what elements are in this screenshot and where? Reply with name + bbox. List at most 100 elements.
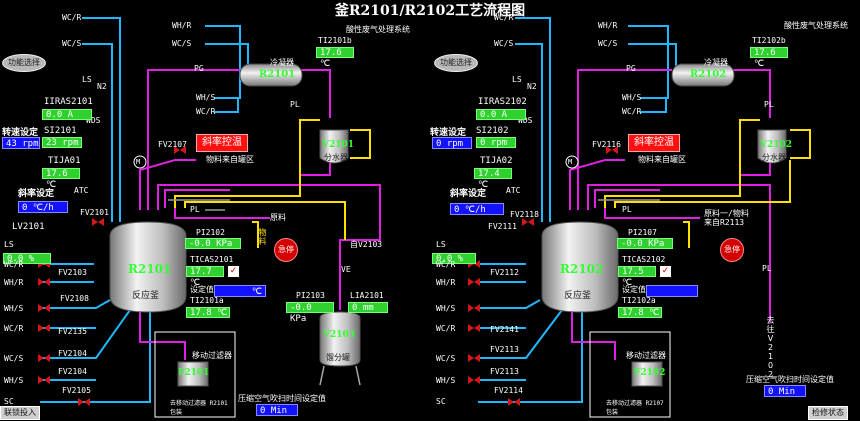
reactor-r2101 <box>109 221 187 313</box>
n2-label-r: N2 <box>527 82 537 91</box>
raw-material-label-r: 原料一/物料 <box>704 209 749 218</box>
wc-s-label-r2: WC/S <box>598 39 618 48</box>
function-select-button-left[interactable]: 功能选择 <box>2 54 46 72</box>
separator-tag-r: V2102 <box>760 140 793 150</box>
condenser-name-r: 冷凝器 <box>704 58 728 67</box>
function-select-button-right[interactable]: 功能选择 <box>434 54 478 72</box>
reactor-tag-right: R2102 <box>560 262 604 276</box>
fv2113b-label: FV2113 <box>490 367 519 376</box>
atc-label: ATC <box>74 186 89 195</box>
material-vertical-label: 物料 <box>258 228 267 246</box>
wds-label: WDS <box>86 116 101 125</box>
air-purge-label-left: 压缩空气吹扫时间设定值 <box>238 394 326 403</box>
exhaust-label-r: 酸性废气处理系统 <box>784 21 848 30</box>
atc-label-r: ATC <box>506 186 521 195</box>
speed-value: 23 rpm <box>42 137 82 148</box>
to-v2102-label: 去往V2102 <box>766 316 775 379</box>
fv2114-label: FV2114 <box>494 386 523 395</box>
fv2113-label: FV2113 <box>490 345 519 354</box>
condenser-name: 冷凝器 <box>270 58 294 67</box>
slope-control-button-right[interactable]: 斜率控温 <box>628 134 680 152</box>
setval-input-left[interactable]: ℃ <box>214 285 266 297</box>
pg-label: PG <box>194 64 204 73</box>
lv2101-tag: LV2101 <box>12 222 45 232</box>
pl-label: PL <box>190 205 200 214</box>
motor-left <box>133 155 147 169</box>
slope-set-input-r[interactable]: 0 ℃/h <box>450 203 504 215</box>
separator-v2102 <box>757 129 787 164</box>
condenser-r2102 <box>671 63 735 87</box>
wc-r-label-3: WC/R <box>4 260 24 269</box>
fv2104-label: FV2104 <box>58 349 87 358</box>
wc-s-label: WC/S <box>62 39 82 48</box>
speed-set-label-r: 转速设定 <box>430 128 467 138</box>
emergency-stop-button-left[interactable]: 急停 <box>274 238 298 262</box>
slope-set-label-r: 斜率设定 <box>450 189 487 199</box>
reactor-name-left: 反应釜 <box>132 291 160 301</box>
wc-s-label-2: WC/S <box>172 39 192 48</box>
wh-s-label-r2: WH/S <box>436 304 456 313</box>
si-tag-r: SI2102 <box>476 126 509 136</box>
filter-box-right <box>589 331 671 418</box>
motor-label: M <box>136 158 141 166</box>
ls-label: LS <box>82 75 92 84</box>
iiras-value: 0.0 A <box>42 109 92 120</box>
fv2111-label: FV2111 <box>488 222 517 231</box>
maintenance-status-button[interactable]: 检修状态 <box>808 406 848 420</box>
condenser-tag: R2101 <box>259 69 296 80</box>
material-from-label: 物料来自罐区 <box>206 155 254 164</box>
fv2105-label: FV2105 <box>62 386 91 395</box>
wc-r-label-r4: WC/R <box>436 324 456 333</box>
wc-s-label-3: WC/S <box>4 354 24 363</box>
fv2141-label: FV2141 <box>490 325 519 334</box>
ls-label-r2: LS <box>436 240 446 249</box>
iiras-tag-r: IIRAS2102 <box>478 97 527 107</box>
reactor-r2102 <box>541 221 619 313</box>
speed-set-input-r[interactable]: 0 rpm <box>432 137 472 149</box>
wh-r-label: WH/R <box>172 21 192 30</box>
air-purge-input-left[interactable]: 0 Min <box>256 404 298 416</box>
wc-r-label: WC/R <box>62 13 82 22</box>
ls-label-r: LS <box>512 75 522 84</box>
pi2103-value: -0.0 KPa <box>286 302 334 324</box>
ti2102b-value: 17.6 ℃ <box>750 47 788 69</box>
ti2101b-tag: TI2101b <box>318 36 352 45</box>
filter-sub-left: 去移动过滤器 R2101包装 <box>170 400 228 416</box>
valves-right <box>468 146 618 406</box>
speed-set-input[interactable]: 43 rpm <box>2 137 40 149</box>
wh-s-label-r: WH/S <box>622 93 642 102</box>
raw-material-label-r2: 来自R2113 <box>704 218 745 227</box>
separator-tag: V2101 <box>322 140 355 150</box>
setval-input-right[interactable] <box>646 285 698 297</box>
slope-control-button-left[interactable]: 斜率控温 <box>196 134 248 152</box>
slope-set-input[interactable]: 0 ℃/h <box>18 201 68 213</box>
wc-r-label-r: WC/R <box>494 13 514 22</box>
wc-r-label-r2: WC/R <box>622 107 642 116</box>
page-title: 釜R2101/R2102工艺流程图 <box>334 3 526 19</box>
fv2107-label: FV2107 <box>158 140 187 149</box>
lia-tag: LIA2101 <box>350 291 384 300</box>
pi2103-tag: PI2103 <box>296 291 325 300</box>
material-from-label-r: 物料来自罐区 <box>638 155 686 164</box>
motor-label-r: M <box>568 158 573 166</box>
check-icon-r[interactable]: ✓ <box>660 266 671 277</box>
tank-name: 馏分罐 <box>326 353 350 362</box>
ti2102a-tag: TI2102a <box>622 296 656 305</box>
emergency-stop-button-right[interactable]: 急停 <box>720 238 744 262</box>
wc-r-label-2: WC/R <box>196 107 216 116</box>
interlock-on-button[interactable]: 联锁投入 <box>0 406 40 420</box>
air-purge-input-right[interactable]: 0 Min <box>764 385 806 397</box>
separator-name: 分水器 <box>324 153 348 162</box>
n2-label: N2 <box>97 82 107 91</box>
ve-label: VE <box>341 265 351 274</box>
check-icon[interactable]: ✓ <box>228 266 239 277</box>
fv2108-label: FV2108 <box>60 294 89 303</box>
fv2101-label: FV2101 <box>80 208 109 217</box>
speed-value-r: 0 rpm <box>476 137 516 148</box>
iiras-tag: IIRAS2101 <box>44 97 93 107</box>
tija-value-r: 17.4 ℃ <box>474 168 512 190</box>
wh-r-label-2: WH/R <box>4 278 24 287</box>
wh-s-label-3: WH/S <box>4 376 24 385</box>
filter-tag-left: F2101 <box>178 368 210 378</box>
wds-label-r: WDS <box>518 116 533 125</box>
